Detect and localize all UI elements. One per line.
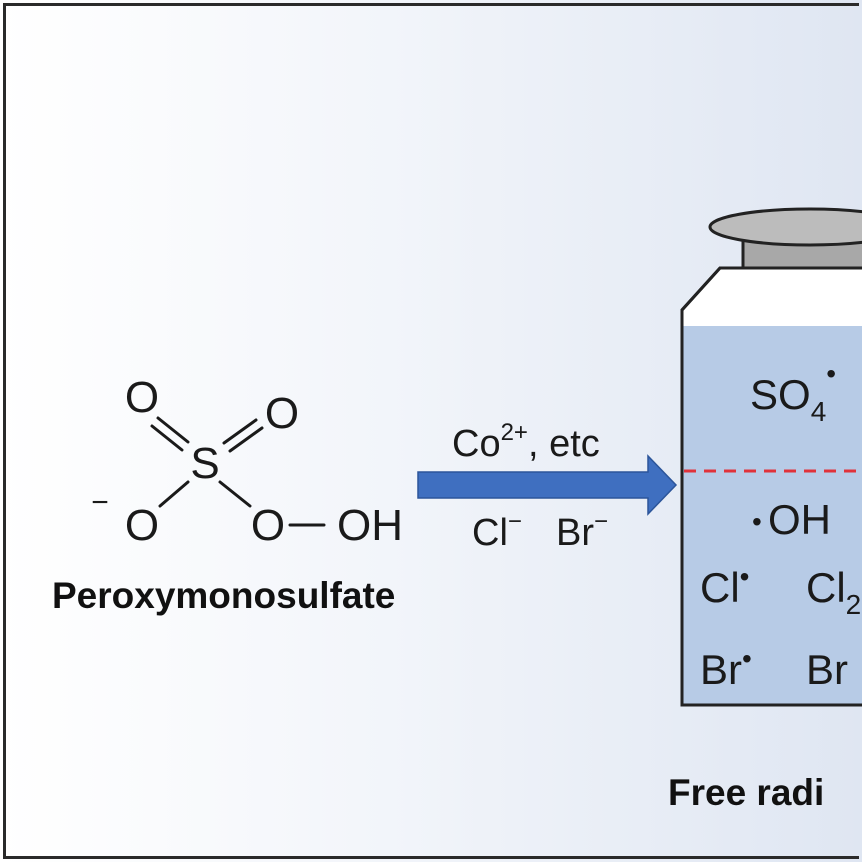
atom-oxygen-peroxy: O [251, 501, 285, 550]
bond-s-o-top-left-1 [156, 416, 190, 444]
species-dichlorine-radical: Cl2 [806, 564, 861, 620]
reaction-arrow-group: Co2+, etc Cl− Br− [417, 419, 678, 554]
bond-s-o-top-left-2 [150, 424, 184, 452]
peroxymonosulfate-structure: O O S O − O OH [91, 373, 403, 550]
atom-hydroxyl: OH [337, 501, 403, 550]
bond-s-o-peroxy [218, 480, 252, 508]
atom-sulfur: S [190, 439, 219, 488]
bond-s-o-top-right-1 [222, 418, 258, 445]
reaction-arrow [417, 454, 678, 516]
molecule-name-label: Peroxymonosulfate [52, 575, 395, 616]
vessel-caption: Free radi [668, 772, 824, 813]
bond-s-o-minus [158, 480, 190, 508]
atom-oxygen-anion: O [125, 501, 159, 550]
species-chlorine-radical: Cl• [700, 561, 749, 611]
species-dibromine-radical: Br [806, 646, 848, 693]
bond-lines [150, 416, 326, 527]
chloride-label: Cl− [472, 508, 522, 554]
vessel-liquid [683, 326, 862, 704]
species-sulfate-radical: SO4• [750, 358, 836, 427]
vessel-outline [680, 266, 862, 705]
species-bromine-radical: Br• [700, 643, 752, 693]
catalyst-label: Co2+, etc [452, 419, 600, 465]
vessel-cap [708, 207, 862, 247]
species-hydroxyl-radical: OH [768, 496, 831, 543]
atom-oxygen-top-left: O [125, 373, 159, 422]
reaction-vessel: SO4• • OH Cl• Cl2 Br• Br [680, 207, 862, 707]
bond-s-o-top-right-2 [228, 426, 264, 453]
figure-frame [3, 3, 859, 859]
negative-charge: − [91, 486, 109, 519]
bromide-label: Br− [556, 508, 608, 554]
radical-dot-hydroxyl: • [752, 506, 762, 537]
atom-oxygen-top-right: O [265, 389, 299, 438]
